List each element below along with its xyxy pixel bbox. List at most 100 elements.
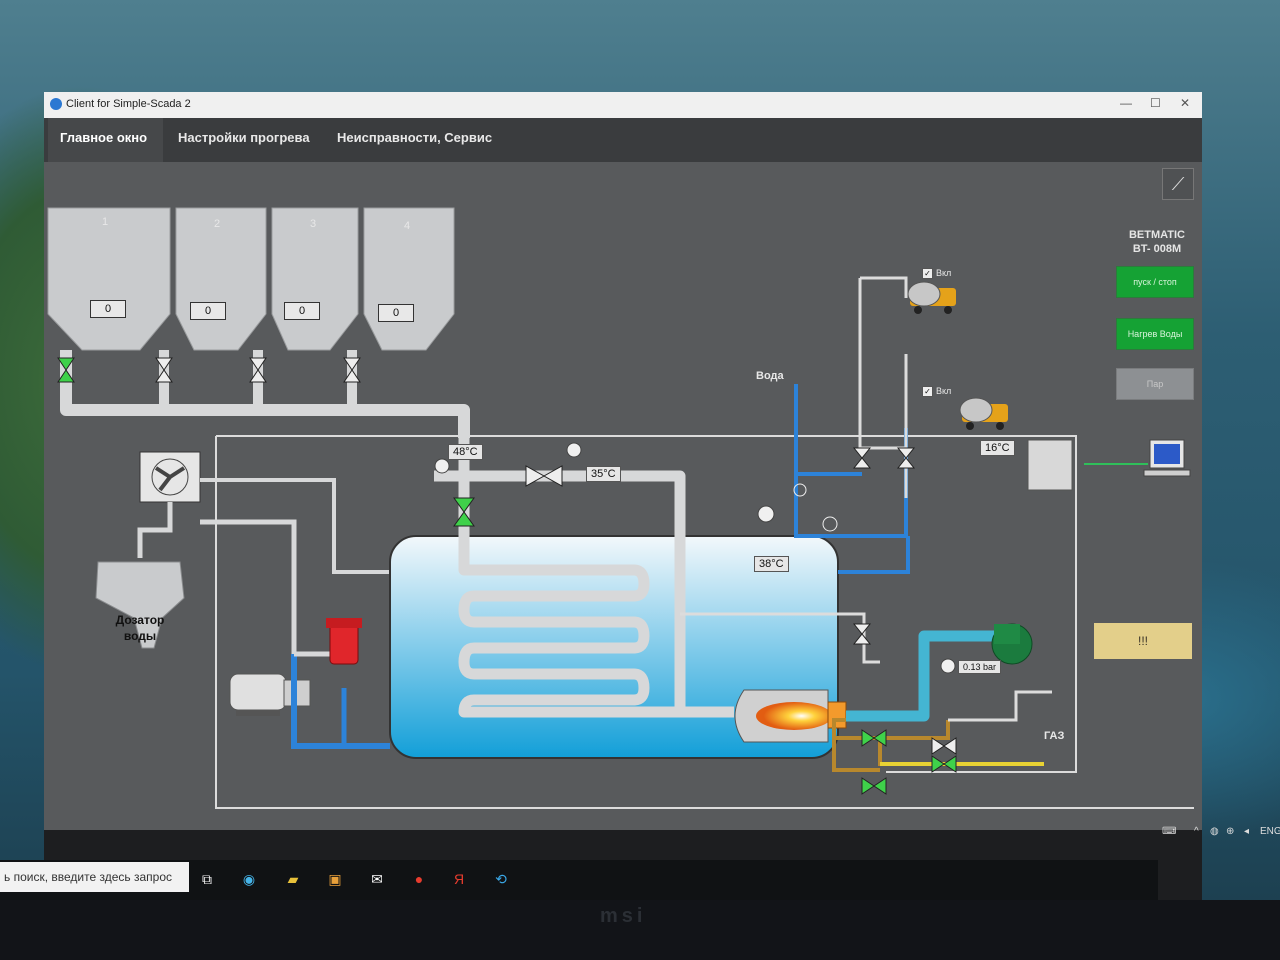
silo-3-number: 3 <box>310 218 317 230</box>
tab-active-highlight <box>48 118 163 162</box>
line-temperature: 35°C <box>586 466 621 482</box>
silo-4-value: 0 <box>378 304 414 322</box>
frame-line-bottom <box>215 436 1194 809</box>
check-icon: ✓ <box>922 386 933 398</box>
mixer-1-enable-checkbox[interactable]: ✓Вкл <box>922 268 951 280</box>
gas-valve-4[interactable] <box>931 737 957 755</box>
air-line <box>200 478 390 574</box>
gas-valve-3[interactable] <box>931 755 957 773</box>
title-bar: Client for Simple-Scada 2 — ☐ ✕ <box>44 92 1202 118</box>
tray-globe-icon[interactable]: ⊕ <box>1226 826 1235 837</box>
task-view-icon[interactable]: ⧉ <box>202 871 212 887</box>
circulation-pump[interactable] <box>326 618 362 665</box>
fan-icon <box>139 451 201 503</box>
tray-chevron-icon[interactable]: ^ <box>1194 826 1199 837</box>
silo-2-number: 2 <box>214 218 221 230</box>
silo-1 <box>47 207 171 351</box>
taskbar-search-input[interactable]: ь поиск, введите здесь запрос <box>0 862 189 892</box>
tray-keyboard-icon[interactable]: ⌨ <box>1162 826 1177 837</box>
silo-valve-2[interactable] <box>155 357 173 383</box>
blower-fan <box>991 623 1033 665</box>
silo-2 <box>175 207 267 351</box>
gas-valve-2[interactable] <box>861 777 887 795</box>
alarm-indicator[interactable]: !!! <box>1094 623 1192 659</box>
brand-model: BT- 008M <box>1132 243 1182 255</box>
tank-water-pipe <box>838 536 910 574</box>
pressure-gauge-1 <box>434 458 450 474</box>
coil-inlet-valve[interactable] <box>453 497 475 527</box>
tab-bar: Главное окно Настройки прогрева Неисправ… <box>44 118 1202 162</box>
monitor-bezel <box>0 900 1280 960</box>
pump-motor <box>229 673 311 716</box>
tray-volume-icon[interactable]: ◂ <box>1244 826 1250 837</box>
edge-browser-icon[interactable]: ◉ <box>242 871 256 887</box>
file-explorer-icon[interactable]: ▰ <box>287 871 299 887</box>
scada-client-icon[interactable]: ⟲ <box>495 871 507 887</box>
flow-meter-icon-2 <box>822 516 838 532</box>
mixer-2-enable-checkbox[interactable]: ✓Вкл <box>922 386 951 398</box>
silo-2-value: 0 <box>190 302 226 320</box>
store-icon[interactable]: ▣ <box>328 871 342 887</box>
mixer-branch <box>860 276 908 380</box>
air-supply-duct <box>846 630 994 722</box>
maximize-icon[interactable]: ☐ <box>1150 96 1161 110</box>
trend-chart-icon: ⟋ <box>1171 174 1185 194</box>
brand-name: BETMATIC <box>1128 229 1185 241</box>
tab-main-window[interactable]: Главное окно <box>60 130 148 145</box>
flow-meter-icon <box>793 483 807 497</box>
app-body: Главное окно Настройки прогрева Неисправ… <box>44 118 1202 900</box>
flame-icon <box>756 702 832 730</box>
app-icon <box>50 98 62 110</box>
app-window: Client for Simple-Scada 2 — ☐ ✕ Главное … <box>44 92 1202 900</box>
return-pipe <box>434 470 686 712</box>
control-cabinet <box>1027 439 1073 491</box>
close-icon[interactable]: ✕ <box>1180 96 1191 110</box>
mail-icon[interactable]: ✉ <box>371 871 383 887</box>
gas-valve-1[interactable] <box>861 729 887 747</box>
outlet-valve[interactable] <box>852 623 872 645</box>
doser-water-pipe <box>200 519 297 654</box>
gas-pressure-value: 0.13 bar <box>958 660 1002 674</box>
steam-out-temperature: 48°C <box>448 444 483 460</box>
trend-chart-button[interactable]: ⟋ <box>1162 168 1194 200</box>
steam-button[interactable]: Пар <box>1116 368 1194 400</box>
taskbar <box>0 860 1158 900</box>
yandex-icon[interactable]: Я <box>453 871 465 887</box>
doser-feed-pipe <box>137 502 173 558</box>
silo-3-value: 0 <box>284 302 320 320</box>
tray-network-icon[interactable]: ◍ <box>1210 826 1219 837</box>
water-valve-2[interactable] <box>896 447 916 469</box>
device-brand: BETMATIC BT- 008M <box>1112 228 1202 256</box>
tank-pressure-gauge <box>757 505 775 523</box>
frame-line <box>216 435 1077 773</box>
tank-temperature: 38°C <box>754 556 789 572</box>
silo-valve-1[interactable] <box>57 357 75 383</box>
water-heating-button[interactable]: Нагрев Воды <box>1116 318 1194 350</box>
water-valve-1[interactable] <box>852 447 872 469</box>
doser-line1: Дозатор <box>115 613 165 627</box>
water-label: Вода <box>756 370 784 382</box>
steam-line-valve[interactable] <box>525 465 563 487</box>
start-stop-button[interactable]: пуск / стоп <box>1116 266 1194 298</box>
tab-faults-service[interactable]: Неисправности, Сервис <box>337 130 493 145</box>
window-title: Client for Simple-Scada 2 <box>66 98 191 110</box>
monitor-brand: msi <box>600 905 647 927</box>
water-doser <box>95 561 185 649</box>
gas-label: ГАЗ <box>1044 730 1065 742</box>
silo-1-value: 0 <box>90 300 126 318</box>
yandex-browser-icon[interactable]: ● <box>414 871 424 887</box>
pressure-gauge-2 <box>566 442 582 458</box>
silo-valve-4[interactable] <box>343 357 361 383</box>
silo-valve-3[interactable] <box>249 357 267 383</box>
gas-pressure-gauge <box>940 658 956 674</box>
minimize-icon[interactable]: — <box>1120 96 1132 110</box>
gas-vent-pipe <box>948 690 1052 722</box>
mixer-truck-2-icon <box>959 397 1008 430</box>
silo-4-number: 4 <box>404 220 411 232</box>
tray-language[interactable]: ENG <box>1260 826 1280 837</box>
silo-collector-pipe <box>60 350 470 438</box>
doser-line2: воды <box>123 629 157 643</box>
tab-heating-settings[interactable]: Настройки прогрева <box>178 130 310 145</box>
check-icon: ✓ <box>922 268 933 280</box>
heating-coil <box>458 448 734 718</box>
